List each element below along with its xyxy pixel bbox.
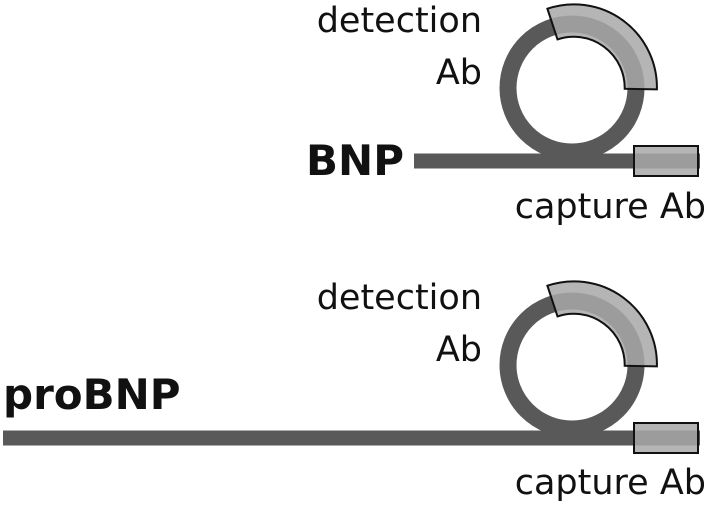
probnp-capture-label: capture Ab <box>515 463 706 503</box>
probnp-capture-antibody <box>633 422 699 454</box>
bnp-capture-label: capture Ab <box>515 187 706 227</box>
bnp-detection-label: detection <box>317 1 482 41</box>
bnp-capture-antibody <box>633 145 699 177</box>
probnp-panel: proBNP detection Ab capture Ab <box>3 278 706 503</box>
probnp-detection-label: detection <box>317 278 482 318</box>
bnp-detection-ab-label: Ab <box>436 53 482 93</box>
bnp-molecule-label: BNP <box>306 136 404 185</box>
bnp-detection-antibody <box>546 3 658 91</box>
bnp-panel: BNP detection Ab capture Ab <box>306 1 706 227</box>
probnp-detection-antibody <box>546 280 658 368</box>
probnp-molecule-label: proBNP <box>3 370 181 419</box>
probnp-detection-ab-label: Ab <box>436 330 482 370</box>
